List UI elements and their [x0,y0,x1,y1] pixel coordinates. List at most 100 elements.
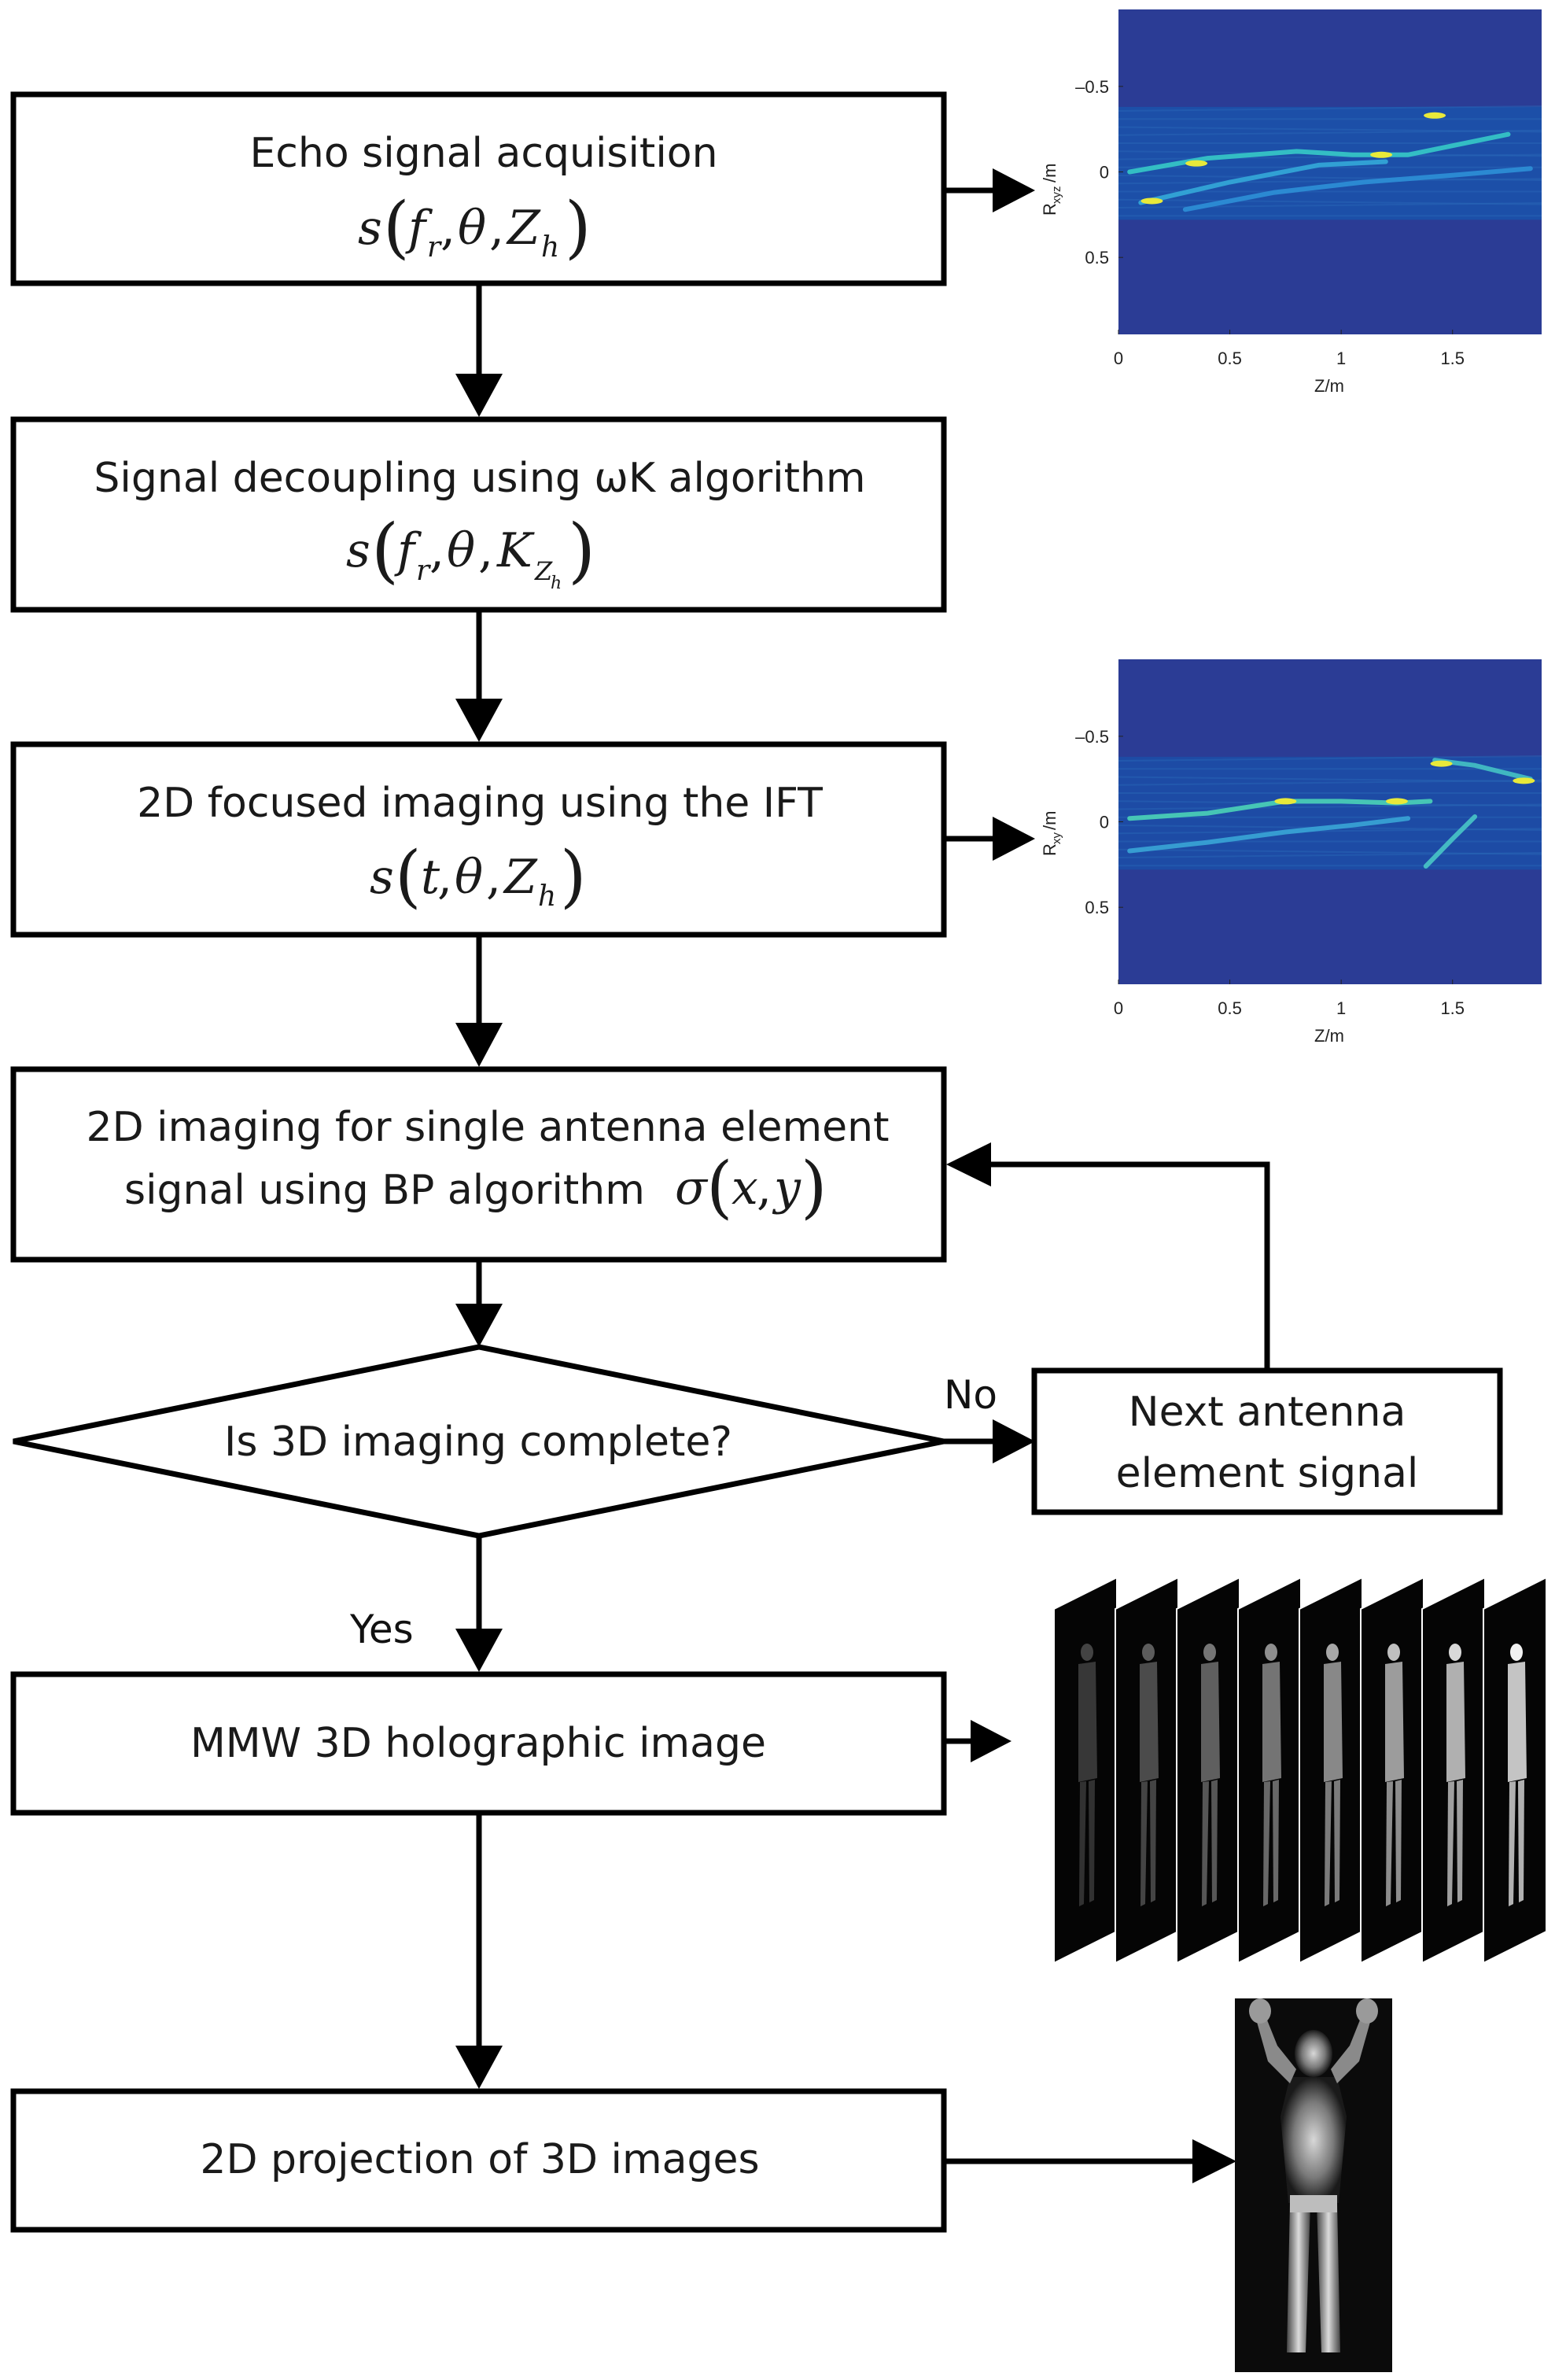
svg-text:(: ( [383,188,410,267]
svg-text:t: t [421,850,440,905]
rxy-plot-noise-streak [1118,803,1542,810]
projection-label: 2D projection of 3D images [200,2136,759,2183]
svg-text:xyz: xyz [1050,186,1063,205]
arrow-box2-to-box3 [455,610,503,742]
decision-step: Is 3D imaging complete? [13,1344,945,1539]
bp-imaging-step: 2D imaging for single antenna element si… [10,1066,947,1263]
arrow-to-rxyz-plot [944,168,1035,212]
svg-text:r: r [416,555,431,587]
next-antenna-step: Next antenna element signal [1031,1367,1503,1515]
svg-text:): ) [801,1148,827,1227]
svg-text:y: y [772,1160,801,1216]
rxyz-plot-xtick-label: 1 [1336,349,1346,368]
svg-text:θ: θ [447,523,475,578]
rxyz-plot-ytick-label: 0.5 [1085,248,1109,268]
holographic-slice [1176,1576,1240,1965]
yes-branch: Yes [349,1536,503,1672]
rxy-plot-hotspot [1513,777,1535,784]
decoupling-formula: s ( f r , θ , K Z h ) [346,509,595,593]
svg-text:,: , [489,201,504,256]
svg-text:,: , [757,1160,772,1216]
rxyz-plot-ytick-label: –0.5 [1075,77,1109,97]
svg-text:σ: σ [675,1160,709,1216]
holographic-slice [1421,1576,1486,1965]
no-branch: No [944,1372,1035,1463]
echo-acquisition-step: Echo signal acquisition s ( f r , θ , Z … [10,91,947,286]
arrow-to-rxy-plot [944,817,1035,861]
rxy-plot-noise-streak [1118,755,1542,762]
svg-text:K: K [496,523,535,578]
no-label: No [944,1372,997,1418]
svg-text:,: , [429,523,444,578]
holographic-slice [1237,1576,1302,1965]
rxy-plot-ylabel: R xy /m [1040,811,1063,856]
svg-text:,: , [486,850,501,905]
rxyz-plot-noise-streak [1118,126,1542,133]
rxyz-plot-yticks: –0.500.5 [1075,77,1123,268]
ift-imaging-formula: s ( t , θ , Z h ) [370,837,587,916]
rxyz-plot-xtick-label: 1.5 [1440,349,1465,368]
svg-text:h: h [538,880,556,913]
svg-text:): ) [560,837,587,916]
svg-text:xy: xy [1050,832,1063,845]
rxyz-plot-ylabel: R xyz /m [1040,164,1063,216]
rxyz-plot-noise-streak [1118,129,1542,136]
projection-body-silhouette [1249,1998,1378,2352]
arrow-box1-to-box2 [455,283,503,417]
holographic-label: MMW 3D holographic image [190,1720,766,1767]
ift-imaging-step: 2D focused imaging using the IFT s ( t ,… [10,741,947,938]
svg-text:Z: Z [534,556,553,586]
rxyz-plot-hotspot [1424,112,1446,119]
rxy-plot-hotspot [1430,760,1453,767]
arrow-box5-to-box6 [455,1813,503,2089]
rxyz-plot-trace [1138,159,1388,205]
svg-text:Z: Z [503,850,538,905]
rxy-plot-noise-streak [1118,779,1542,786]
rxy-plot-noise-streak [1118,848,1542,855]
bp-imaging-label-line2: signal using BP algorithm [124,1167,645,1214]
rxyz-plot-noise-streak [1118,178,1542,185]
svg-text:/m: /m [1040,811,1059,830]
rxyz-plot-noise-streak [1118,153,1542,161]
decision-label: Is 3D imaging complete? [224,1419,732,1466]
loop-back-arrow [946,1142,1270,1371]
svg-text:,: , [440,201,455,256]
svg-text:(: ( [371,509,399,592]
rxyz-plot-hotspot [1185,160,1208,167]
svg-text:): ) [568,509,595,592]
holographic-image-stack [1053,1576,1547,1965]
rxy-plot-hotspot [1274,798,1297,805]
holographic-slice [1115,1576,1179,1965]
rxy-plot-noise-streak [1118,851,1542,858]
rxy-plot-xtick-label: 1.5 [1440,998,1465,1018]
ift-imaging-box [10,741,947,938]
bp-imaging-formula: σ ( x , y ) [675,1148,827,1227]
rxy-plot-trace [1423,814,1478,869]
rxy-plot-trace [1127,816,1411,854]
svg-text:R: R [1040,203,1059,216]
svg-text:(: ( [395,837,422,916]
rxy-plot-noise-streak [1118,828,1542,835]
svg-text:s: s [346,523,370,578]
rxy-plot-xtick-label: 1 [1336,998,1346,1018]
decoupling-step: Signal decoupling using ωK algorithm s (… [10,416,947,613]
rxy-plot-noise-streak [1118,776,1542,783]
rxy-plot-yticks: –0.500.5 [1075,727,1123,917]
decoupling-box [10,416,947,613]
rxyz-plot-trace [1182,166,1533,212]
rxyz-plot-xlabel: Z/m [1314,376,1344,396]
next-antenna-label-line1: Next antenna [1129,1389,1406,1436]
arrow-box4-to-decision [455,1260,503,1347]
svg-text:s: s [370,850,394,905]
svg-text:,: , [437,850,452,905]
svg-text:R: R [1040,843,1059,856]
rxy-plot-xtick-label: 0 [1114,998,1123,1018]
rxyz-plot-noise-streak [1118,105,1542,113]
rxy-plot-ytick-label: –0.5 [1075,727,1109,747]
svg-text:θ: θ [455,850,483,905]
rxy-plot-ytick-label: 0.5 [1085,898,1109,917]
holographic-slice [1483,1576,1547,1965]
